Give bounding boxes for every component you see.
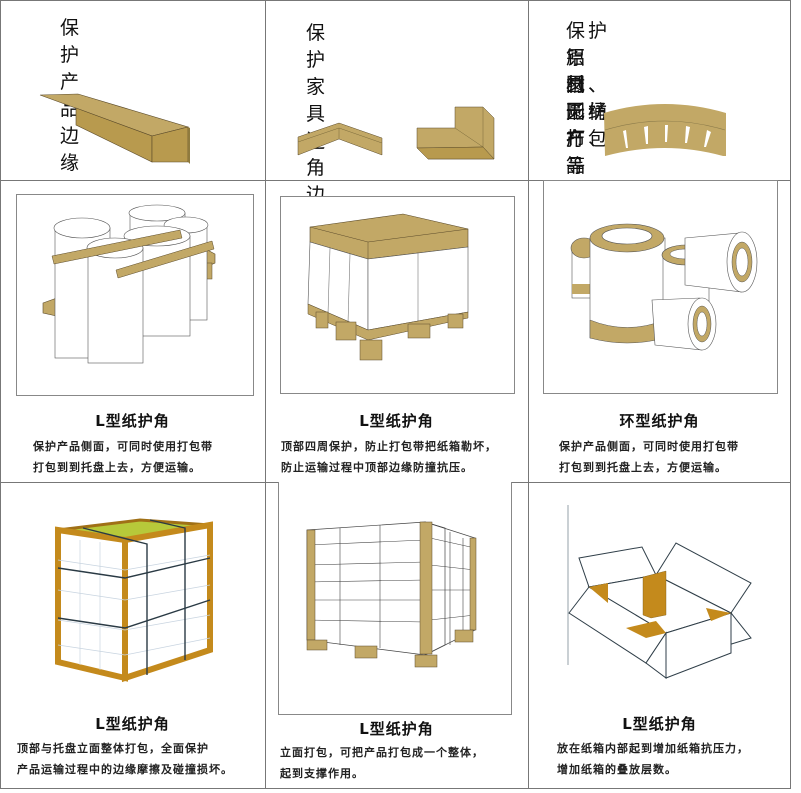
top-title-1: 保护产品边缘 [60,17,83,174]
caption-desc-5-line-2: 起到支撑作用。 [280,767,364,780]
ring-protected-rolls-icon [570,223,758,351]
box-corner-protector-icon [416,106,495,160]
caption-desc-1-line-2: 打包到到托盘上去，方便运输。 [33,461,201,474]
caption-title-6: L型纸护角 [622,715,697,733]
grid-divider-top [0,0,791,1]
caption-title-3: 环型纸护角 [619,412,700,430]
caption-title-5: L型纸护角 [359,720,434,738]
caption-desc-4-line-1: 顶部与托盘立面整体打包，全面保护 [17,742,209,755]
caption-title-4: L型纸护角 [95,715,170,733]
box-top-edges-on-pallet-icon [307,213,469,361]
caption-desc-1-line-1: 保护产品侧面，可同时使用打包带 [33,440,213,453]
caption-desc-2-line-1: 顶部四周保护，防止打包带把纸箱勒坏， [281,440,497,453]
caption-desc-4-line-2: 产品运输过程中的边缘摩擦及碰撞损坏。 [17,763,233,776]
caption-desc-6-line-2: 增加纸箱的叠放层数。 [557,763,677,776]
caption-title-2: L型纸护角 [359,412,434,430]
caption-desc-5-line-1: 立面打包，可把产品打包成一个整体， [280,746,484,759]
vertical-corner-pallet-icon [306,521,477,668]
chevron-corner-protector-icon [297,122,383,156]
grid-divider-h1 [0,180,791,181]
l-edge-protector-icon [39,93,190,164]
top-title-3-line-1: 保护铝材、无纺布、 [566,20,611,150]
grid-divider-v2 [528,0,529,789]
top-title-3-line-2: 原纸、圆桶打包等 [566,47,611,177]
rolls-on-pallet-icon [42,204,216,364]
inner-box-corners-icon [567,505,752,679]
curved-ring-protector-icon [604,104,726,156]
caption-desc-6-line-1: 放在纸箱内部起到增加纸箱抗压力， [557,742,749,755]
grid-divider-v1 [265,0,266,789]
caption-desc-3-line-2: 打包到到托盘上去，方便运输。 [559,461,727,474]
strapped-crate-icon [55,518,213,683]
caption-title-1: L型纸护角 [95,412,170,430]
top-title-2: 保护家具边角边缘 [306,22,329,233]
caption-desc-2-line-2: 防止运输过程中顶部边缘防撞抗压。 [281,461,473,474]
caption-desc-3-line-1: 保护产品侧面，可同时使用打包带 [559,440,739,453]
